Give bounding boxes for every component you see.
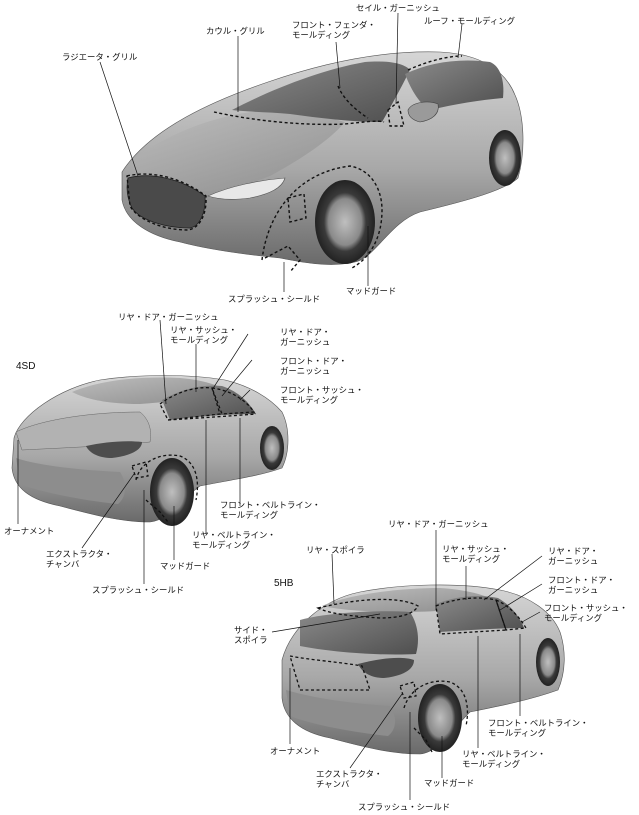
label-hb-front-beltline-molding: フロント・ベルトライン・ モールディング — [488, 718, 589, 738]
label-sd-mud-guard: マッドガード — [160, 561, 210, 571]
label-sail-garnish: セイル・ガーニッシュ — [356, 3, 440, 13]
label-hb-rear-door-garnish: リヤ・ドア・ ガーニッシュ — [548, 546, 598, 566]
label-sd-front-door-garnish: フロント・ドア・ ガーニッシュ — [280, 356, 347, 376]
label-sd-rear-sash-molding: リヤ・サッシュ・ モールディング — [170, 325, 237, 345]
label-radiator-grille: ラジエータ・グリル — [62, 52, 137, 62]
leader-hb-rear-spoiler — [332, 554, 334, 604]
label-hb-rear-beltline-molding: リヤ・ベルトライン・ モールディング — [462, 749, 546, 769]
label-sd-extractor-chamber: エクストラクタ・ チャンバ — [46, 549, 112, 569]
sedan-front-wheel — [260, 426, 284, 470]
leader-roof-molding — [458, 24, 462, 58]
label-hb-rear-door-garnish-top: リヤ・ドア・ガーニッシュ — [388, 519, 489, 529]
label-sd-front-sash-molding: フロント・サッシュ・ モールディング — [280, 385, 364, 405]
label-hb-mud-guard: マッドガード — [424, 778, 474, 788]
label-sd-ornament: オーナメント — [4, 526, 54, 536]
label-sd-rear-door-garnish-top: リヤ・ドア・ガーニッシュ — [118, 312, 219, 322]
label-hb-front-door-garnish: フロント・ドア・ ガーニッシュ — [548, 575, 615, 595]
sedan-rear-wheel — [150, 458, 194, 526]
label-mud-guard: マッドガード — [346, 286, 396, 296]
hatch-rear-wheel — [418, 684, 462, 752]
label-splash-shield: スプラッシュ・シールド — [228, 294, 320, 304]
section-label-hatchback: 5HB — [274, 578, 293, 590]
label-hb-splash-shield: スプラッシュ・シールド — [358, 802, 450, 812]
label-sd-splash-shield: スプラッシュ・シールド — [92, 585, 184, 595]
label-cowl-grille: カウル・グリル — [206, 26, 265, 36]
front-car-front-wheel — [315, 180, 375, 264]
label-hb-rear-spoiler: リヤ・スポイラ — [306, 545, 365, 555]
label-hb-side-spoiler: サイド・ スポイラ — [234, 625, 268, 645]
hatch-front-wheel — [536, 638, 560, 686]
label-hb-extractor-chamber: エクストラクタ・ チャンバ — [316, 769, 382, 789]
leader-radiator-grille — [100, 62, 138, 176]
label-sd-rear-door-garnish: リヤ・ドア・ ガーニッシュ — [280, 327, 330, 347]
label-sd-rear-beltline-molding: リヤ・ベルトライン・ モールディング — [192, 530, 276, 550]
section-label-sedan: 4SD — [16, 361, 35, 373]
label-hb-rear-sash-molding: リヤ・サッシュ・ モールディング — [442, 544, 509, 564]
label-hb-ornament: オーナメント — [270, 746, 320, 756]
label-front-fender-molding: フロント・フェンダ・ モールディング — [292, 20, 376, 40]
front-car-rear-wheel — [489, 130, 521, 186]
front-car — [122, 52, 523, 272]
label-sd-front-beltline-molding: フロント・ベルトライン・ モールディング — [220, 500, 321, 520]
label-hb-front-sash-molding: フロント・サッシュ・ モールディング — [544, 603, 628, 623]
label-roof-molding: ルーフ・モールディング — [424, 16, 515, 26]
